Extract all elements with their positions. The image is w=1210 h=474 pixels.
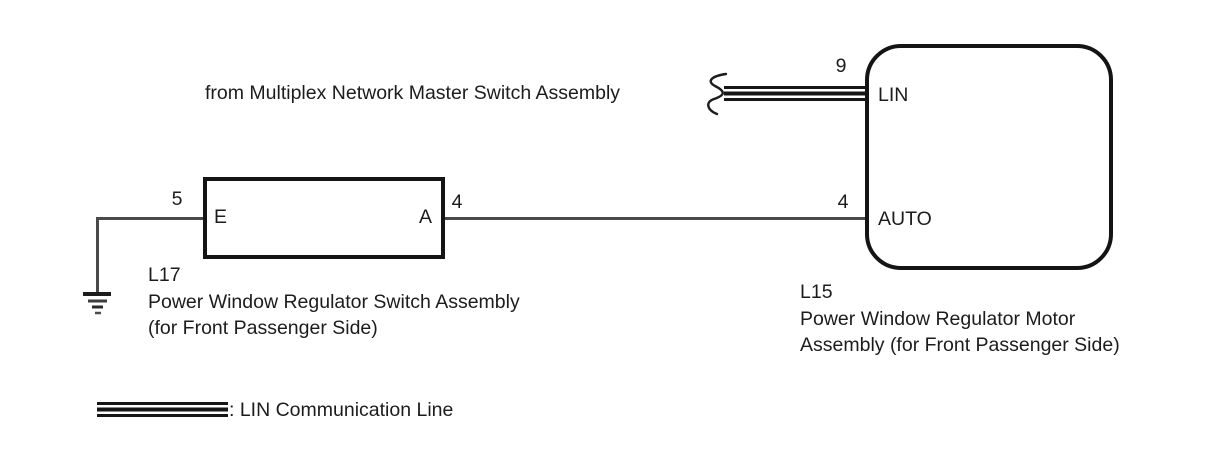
ground-icon	[83, 292, 111, 315]
motor-pin-number-auto: 4	[837, 191, 849, 213]
motor-terminal-lin: LIN	[878, 84, 909, 106]
legend-lin-label: : LIN Communication Line	[229, 399, 454, 421]
switch-pin-number-left: 5	[171, 188, 183, 210]
switch-assembly-label: L17 Power Window Regulator Switch Assemb…	[148, 262, 520, 342]
switch-assembly-name-line1: Power Window Regulator Switch Assembly	[148, 290, 520, 313]
motor-assembly-label: L15 Power Window Regulator Motor Assembl…	[800, 279, 1120, 359]
lin-communication-wire	[724, 86, 865, 101]
auto-signal-wire	[445, 217, 865, 220]
switch-terminal-e: E	[214, 206, 228, 228]
ground-wire-drop	[96, 217, 99, 294]
source-note: from Multiplex Network Master Switch Ass…	[205, 82, 621, 104]
motor-assembly-box	[865, 44, 1113, 270]
switch-terminal-a: A	[419, 206, 433, 228]
ground-wire	[96, 217, 203, 220]
motor-terminal-auto: AUTO	[878, 208, 932, 230]
motor-assembly-code: L15	[800, 281, 833, 303]
legend-lin-line-sample	[97, 402, 228, 417]
motor-assembly-name-line1: Power Window Regulator Motor	[800, 307, 1076, 330]
switch-assembly-code: L17	[148, 264, 181, 286]
line-break-icon	[707, 72, 728, 116]
motor-assembly-name-line2: Assembly (for Front Passenger Side)	[800, 334, 1120, 356]
motor-pin-number-lin: 9	[835, 55, 847, 77]
switch-assembly-box	[203, 177, 445, 259]
switch-assembly-name-line2: (for Front Passenger Side)	[148, 317, 378, 339]
switch-pin-number-right: 4	[451, 191, 463, 213]
